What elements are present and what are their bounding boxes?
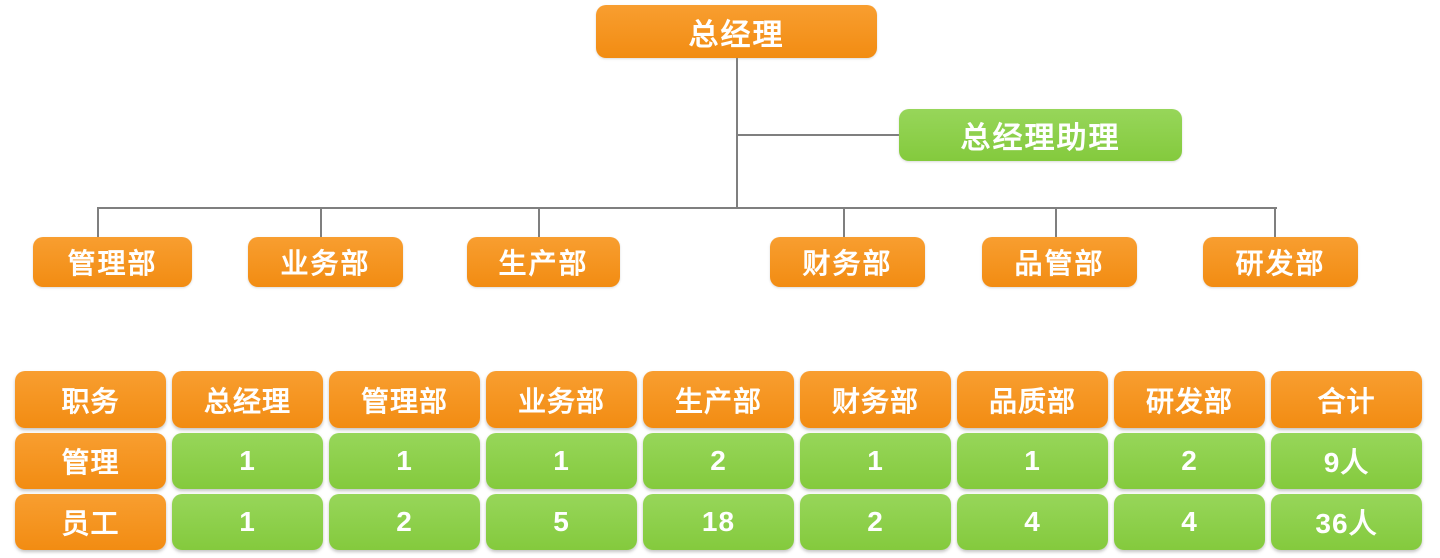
table-header-finance: 财务部 [800,371,951,428]
table-value-cell: 2 [800,494,951,550]
table-value-cell: 1 [172,433,323,489]
org-node-dept-rnd: 研发部 [1203,237,1358,287]
org-node-dept-business: 业务部 [248,237,403,287]
org-node-dept-production: 生产部 [467,237,620,287]
connector-drop-business [320,207,322,238]
table-header-production: 生产部 [643,371,794,428]
table-total-cell: 9人 [1271,433,1422,489]
connector-drop-production [538,207,540,238]
table-header-position: 职务 [15,371,166,428]
table-row-label: 员工 [15,494,166,550]
table-value-cell: 1 [172,494,323,550]
table-value-cell: 4 [1114,494,1265,550]
connector-drop-finance [843,207,845,238]
table-value-cell: 1 [957,433,1108,489]
table-header-quality: 品质部 [957,371,1108,428]
org-node-gm-assistant: 总经理助理 [899,109,1182,161]
table-row-label: 管理 [15,433,166,489]
connector-drop-quality [1055,207,1057,238]
table-value-cell: 2 [1114,433,1265,489]
table-header-business: 业务部 [486,371,637,428]
table-header-gm: 总经理 [172,371,323,428]
table-header-management: 管理部 [329,371,480,428]
connector-drop-management [97,207,99,238]
table-header-total: 合计 [1271,371,1422,428]
connector-trunk [736,58,738,209]
table-value-cell: 5 [486,494,637,550]
org-node-general-manager: 总经理 [596,5,877,58]
table-value-cell: 2 [329,494,480,550]
table-value-cell: 2 [643,433,794,489]
table-total-cell: 36人 [1271,494,1422,550]
connector-assistant-branch [737,134,899,136]
org-node-dept-finance: 财务部 [770,237,925,287]
org-node-dept-quality: 品管部 [982,237,1137,287]
table-header-rnd: 研发部 [1114,371,1265,428]
table-value-cell: 1 [800,433,951,489]
connector-bus [97,207,1277,209]
table-value-cell: 4 [957,494,1108,550]
table-value-cell: 18 [643,494,794,550]
table-value-cell: 1 [329,433,480,489]
staffing-table: 职务 总经理 管理部 业务部 生产部 财务部 品质部 研发部 合计 管理 1 1… [15,371,1422,550]
table-value-cell: 1 [486,433,637,489]
org-node-dept-management: 管理部 [33,237,192,287]
connector-drop-rnd [1274,207,1276,238]
